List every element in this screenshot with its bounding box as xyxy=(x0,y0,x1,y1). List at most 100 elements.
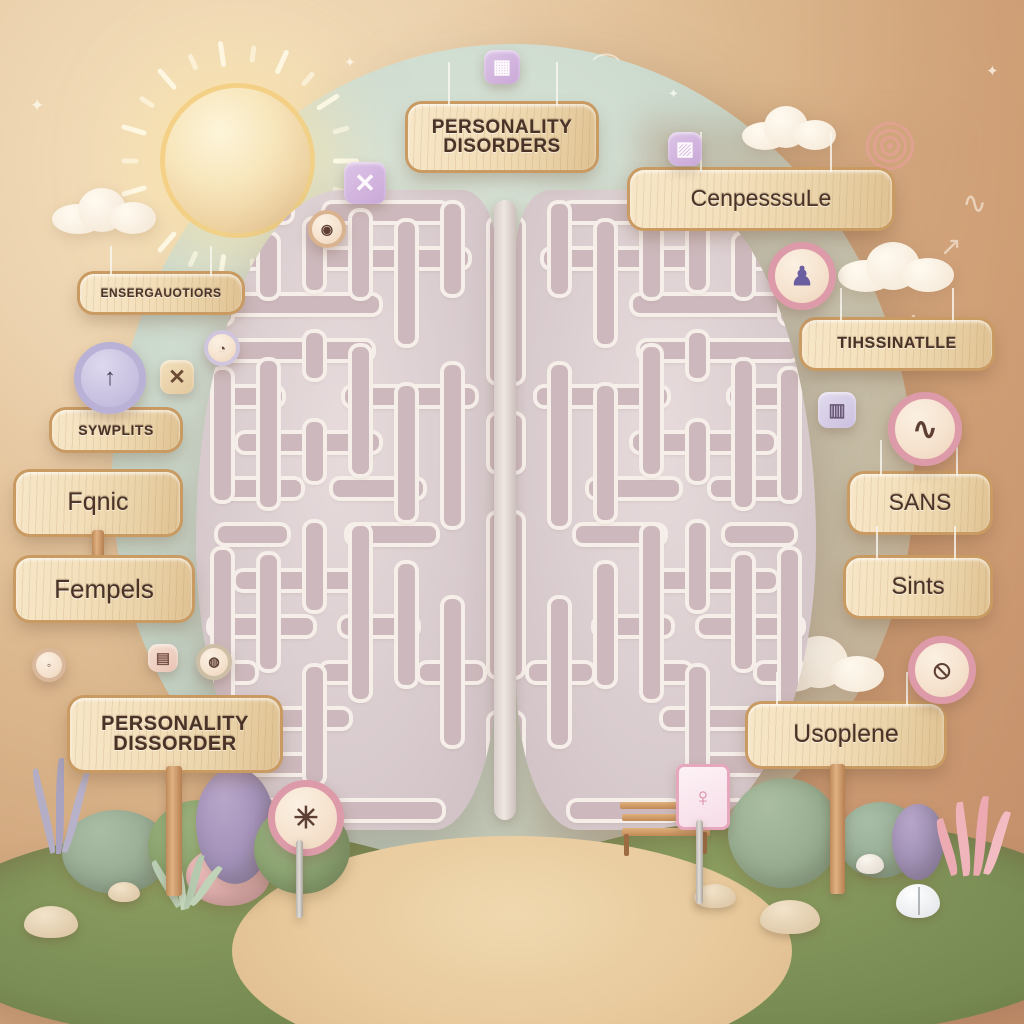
swirl-doodle xyxy=(862,118,918,174)
maze-wall xyxy=(490,219,496,382)
maze-wall xyxy=(306,523,323,610)
sign-sints[interactable]: Sints xyxy=(846,558,990,616)
tile-icon[interactable]: ▨ xyxy=(668,132,702,166)
sign-hanger xyxy=(952,288,954,322)
maze-wall xyxy=(516,714,522,786)
maze-wall xyxy=(215,342,372,359)
person-figure-icon[interactable]: ♟ xyxy=(768,242,836,310)
park-bench xyxy=(620,798,716,856)
maze-wall xyxy=(398,386,415,520)
ground-diorama xyxy=(0,756,1024,1024)
doodle-mark: ∿ xyxy=(962,186,988,221)
maze-wall xyxy=(352,526,369,699)
small-circle-icon[interactable]: ◉ xyxy=(308,210,346,248)
maze-wall xyxy=(444,204,461,294)
maze-wall xyxy=(490,514,496,676)
sign-hanger xyxy=(448,62,450,106)
maze-wall xyxy=(551,365,568,526)
maze-wall xyxy=(651,572,776,589)
maze-wall xyxy=(551,599,568,745)
maze-wall xyxy=(352,347,369,474)
maze-wall xyxy=(444,365,461,526)
maze-wall xyxy=(597,222,614,344)
brain-hemisphere-right xyxy=(516,190,816,830)
prohibition-icon[interactable]: ⦸ xyxy=(908,636,976,704)
maze-wall xyxy=(516,219,522,382)
maze-wall xyxy=(643,347,660,474)
maze-wall xyxy=(689,220,706,290)
asterisk-icon[interactable]: ✳ xyxy=(268,780,344,856)
rock xyxy=(856,854,884,874)
sign-hanger xyxy=(556,62,558,106)
cloud-icon xyxy=(52,186,162,234)
poster-post xyxy=(696,820,703,904)
sign-fempels[interactable]: Fempels xyxy=(16,558,192,620)
sign-tihssinatlle[interactable]: TIHSSINATLLE xyxy=(802,320,992,368)
sign-line-2: DISORDERS xyxy=(443,136,561,157)
sign-post xyxy=(830,764,845,894)
maze-wall xyxy=(398,564,415,685)
sign-label: ENSERGAUOTIORS xyxy=(100,285,222,300)
maze-wall xyxy=(218,526,287,543)
small-circle-icon[interactable]: ◍ xyxy=(196,644,232,680)
sign-line-1: PERSONALITY xyxy=(101,712,249,735)
maze-wall xyxy=(735,555,752,669)
figure-poster[interactable]: ♀ xyxy=(676,764,730,830)
maze-wall xyxy=(725,526,794,543)
clock-pointer-icon[interactable]: ↑ xyxy=(74,342,146,414)
maze-wall xyxy=(444,599,461,745)
cloud-icon xyxy=(838,240,956,292)
sign-sywplits[interactable]: SYWPLITS xyxy=(52,410,180,450)
maze-wall xyxy=(214,550,231,720)
brain-maze-graphic xyxy=(196,190,816,830)
sign-hanger xyxy=(876,526,878,560)
sign-hanger xyxy=(954,526,956,560)
sign-hanger xyxy=(110,246,112,276)
sign-ensergauotiors[interactable]: ENSERGAUOTIORS xyxy=(80,274,242,312)
sign-sans[interactable]: SANS xyxy=(850,474,990,532)
x-mark-icon[interactable]: ✕ xyxy=(160,360,194,394)
sun-ray xyxy=(121,158,138,163)
tile-icon[interactable]: ▥ xyxy=(818,392,856,428)
sign-cenpesssule[interactable]: CenpesssuLe xyxy=(630,170,892,228)
bush xyxy=(892,804,944,880)
sign-hanger xyxy=(906,672,908,706)
sign-label: Usoplene xyxy=(793,720,899,749)
sign-personality-dissorder[interactable]: PERSONALITY DISSORDER xyxy=(70,698,280,770)
maze-wall xyxy=(597,386,614,520)
x-mark-icon[interactable]: ✕ xyxy=(344,162,386,204)
mini-brain-model xyxy=(896,884,940,918)
sign-post xyxy=(166,766,182,896)
squiggle-icon[interactable]: ∿ xyxy=(888,392,962,466)
sign-label: Fqnic xyxy=(67,488,129,517)
maze-wall xyxy=(233,204,291,221)
rock xyxy=(24,906,78,938)
sign-line-1: PERSONALITY xyxy=(431,116,573,138)
maze-wall xyxy=(334,802,442,819)
maze-wall xyxy=(781,370,798,500)
maze-wall xyxy=(306,667,323,783)
sign-fqnic[interactable]: Fqnic xyxy=(16,472,180,534)
small-circle-icon[interactable]: ◔ xyxy=(204,330,240,366)
cloud-icon xyxy=(742,106,838,150)
small-circle-icon[interactable]: ◦ xyxy=(32,648,66,682)
sparkle-icon: ✦ xyxy=(986,63,999,80)
tile-icon[interactable]: ▦ xyxy=(484,50,520,84)
maze-wall xyxy=(306,333,323,378)
sign-usoplene[interactable]: Usoplene xyxy=(748,704,944,766)
maze-wall xyxy=(348,526,436,543)
bush xyxy=(728,778,840,888)
rock xyxy=(108,882,140,902)
sign-personality-disorders[interactable]: PERSONALITY DISORDERS xyxy=(408,104,596,170)
tile-icon[interactable]: ▤ xyxy=(148,644,178,672)
maze-wall xyxy=(516,514,522,676)
maze-wall xyxy=(643,212,660,297)
maze-wall xyxy=(689,667,706,783)
sign-hanger xyxy=(776,672,778,706)
maze-wall xyxy=(214,370,231,500)
sign-label: SYWPLITS xyxy=(78,421,154,438)
sign-hanger xyxy=(840,288,842,322)
sign-hanger xyxy=(956,440,958,476)
maze-wall xyxy=(306,422,323,481)
maze-wall xyxy=(735,361,752,507)
